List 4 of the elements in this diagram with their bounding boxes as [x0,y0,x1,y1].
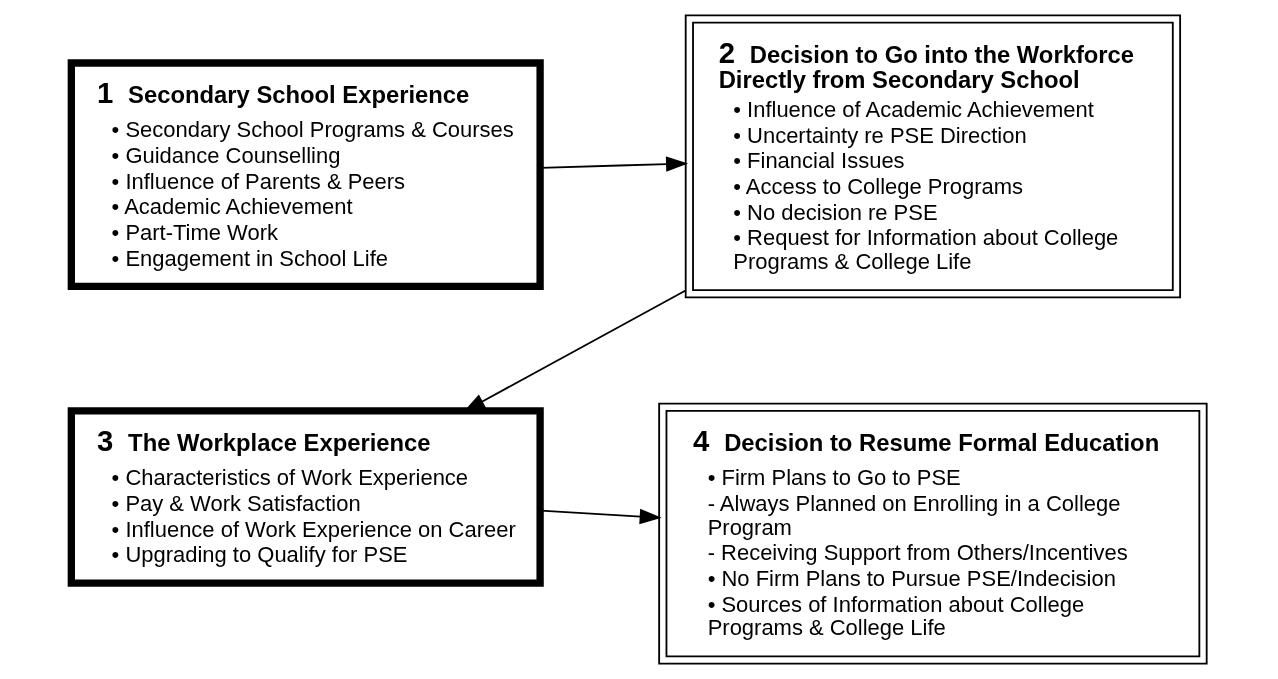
node-box: 2 Decision to Go into the Workforce Directly from Secondary School • Influence of Academic Achievement • Uncertainty re PSE Direction • Financial Issues • Access to College Programs • No decision re PSE • Request for Information about College Programs & College Life [684,14,1182,299]
node-box: 3 The Workplace Experience • Characteristics of Work Experience • Pay & Work Satisfaction • Influence of Work Experience on Career • Upgrading to Qualify for PSE [67,407,544,587]
node-box: 1 Secondary School Experience • Secondary School Programs & Courses • Guidance Counselling • Influence of Parents & Peers • Academic Achievement • Part-Time Work • Engagement in School Life [67,59,544,291]
node-box: 4 Decision to Resume Formal Education • Firm Plans to Go to PSE - Always Planned on Enrolling in a College Program - Receiving Support from Others/Incentives • No Firm Plans to Pursue PSE/Indecision • Sources of Information about College Programs & College Life [658,402,1208,665]
